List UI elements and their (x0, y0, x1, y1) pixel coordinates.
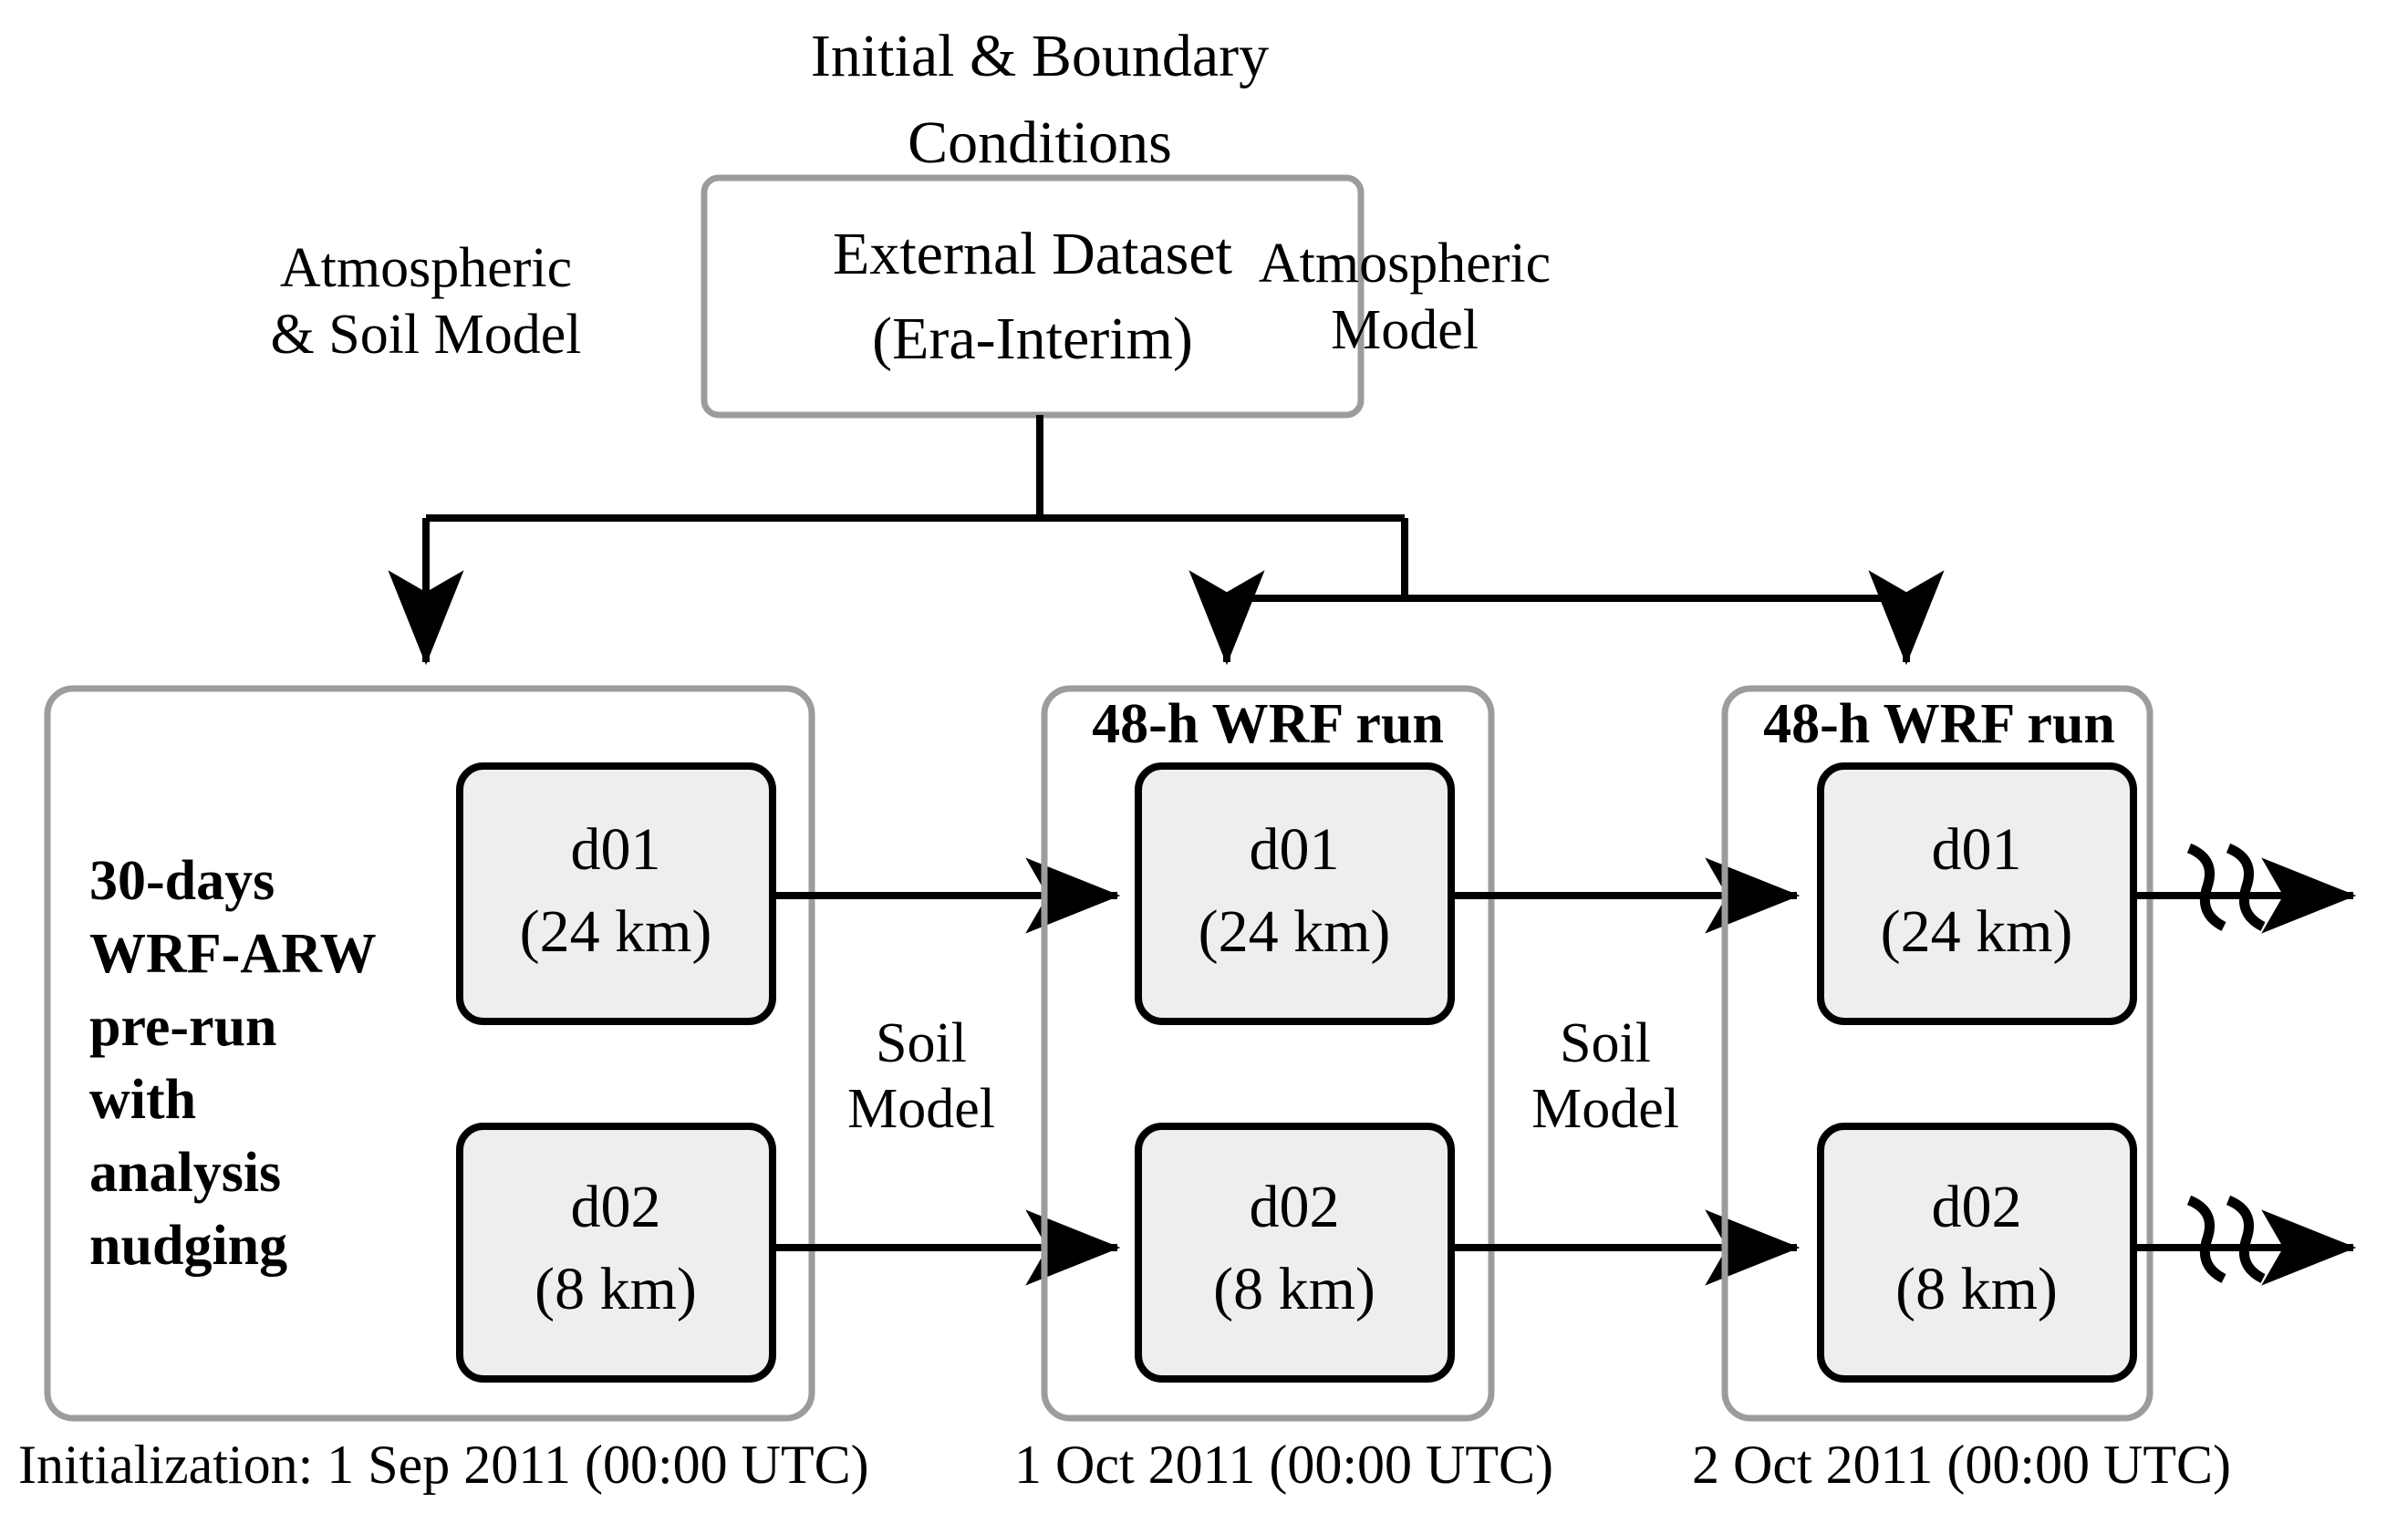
run2oct-domain-d02-resolution: (8 km) (1895, 1256, 2058, 1322)
external-dataset-line2: (Era-Interim) (872, 306, 1193, 372)
run2oct-domain-d01-box[interactable] (1817, 762, 2137, 1025)
soil-model-label-2-line1: Soil (1560, 1012, 1651, 1074)
run1oct-domain-d01-box[interactable] (1135, 762, 1455, 1025)
prerun-domain-d01-box[interactable] (456, 762, 776, 1025)
prerun-text-line-5: analysis (89, 1142, 281, 1204)
stage-prerun-container[interactable] (44, 685, 815, 1422)
prerun-text-line-4: with (89, 1069, 196, 1131)
prerun-domain-d02-box[interactable] (456, 1123, 776, 1383)
continuation-d02-break-icon (2186, 1195, 2226, 1283)
prerun-text-line-2: WRF-ARW (89, 923, 377, 985)
left-branch-label-line2: & Soil Model (270, 304, 581, 366)
external-dataset-line1: External Dataset (833, 221, 1232, 287)
prerun-domain-d01-resolution: (24 km) (520, 898, 712, 965)
header-caption-line2: Conditions (908, 109, 1172, 176)
prerun-domain-d01-name: d01 (571, 816, 661, 883)
soil-model-label-1-line2: Model (847, 1078, 995, 1140)
soil-model-label-1-line1: Soil (876, 1012, 967, 1074)
continuation-d01-break-icon-2 (2226, 843, 2266, 931)
header-caption-line1: Initial & Boundary (811, 23, 1269, 89)
right-branch-label-line1: Atmospheric (1259, 233, 1551, 295)
soil-model-label-2-line2: Model (1531, 1078, 1679, 1140)
run1oct-date-label: 1 Oct 2011 (00:00 UTC) (1014, 1435, 1553, 1495)
run2oct-date-label: 2 Oct 2011 (00:00 UTC) (1692, 1435, 2231, 1495)
run2oct-domain-d02-name: d02 (1932, 1174, 2022, 1240)
prerun-text-line-6: nudging (89, 1215, 287, 1277)
run1oct-domain-d02-name: d02 (1250, 1174, 1340, 1240)
prerun-date-label: Initialization: 1 Sep 2011 (00:00 UTC) (18, 1435, 869, 1495)
prerun-domain-d02-name: d02 (571, 1174, 661, 1240)
run1oct-domain-d02-resolution: (8 km) (1213, 1256, 1375, 1322)
stage-run1oct-container[interactable] (1041, 685, 1495, 1422)
continuation-d01-break-icon (2186, 843, 2226, 931)
run1oct-domain-d01-resolution: (24 km) (1199, 898, 1391, 965)
run1oct-domain-d01-name: d01 (1250, 816, 1340, 883)
right-branch-label-line2: Model (1331, 299, 1479, 361)
prerun-text-line-3: pre-run (89, 996, 277, 1058)
run2oct-header: 48-h WRF run (1763, 693, 2115, 755)
prerun-text-line-1: 30-days (89, 850, 275, 912)
stage-run2oct-container[interactable] (1721, 685, 2154, 1422)
external-dataset-box[interactable] (701, 174, 1365, 419)
continuation-d02-break-icon-2 (2226, 1195, 2266, 1283)
left-branch-label-line1: Atmospheric (280, 237, 572, 299)
run2oct-domain-d01-resolution: (24 km) (1881, 898, 2073, 965)
run1oct-header: 48-h WRF run (1092, 693, 1444, 755)
run1oct-domain-d02-box[interactable] (1135, 1123, 1455, 1383)
prerun-domain-d02-resolution: (8 km) (535, 1256, 697, 1322)
run2oct-domain-d01-name: d01 (1932, 816, 2022, 883)
run2oct-domain-d02-box[interactable] (1817, 1123, 2137, 1383)
